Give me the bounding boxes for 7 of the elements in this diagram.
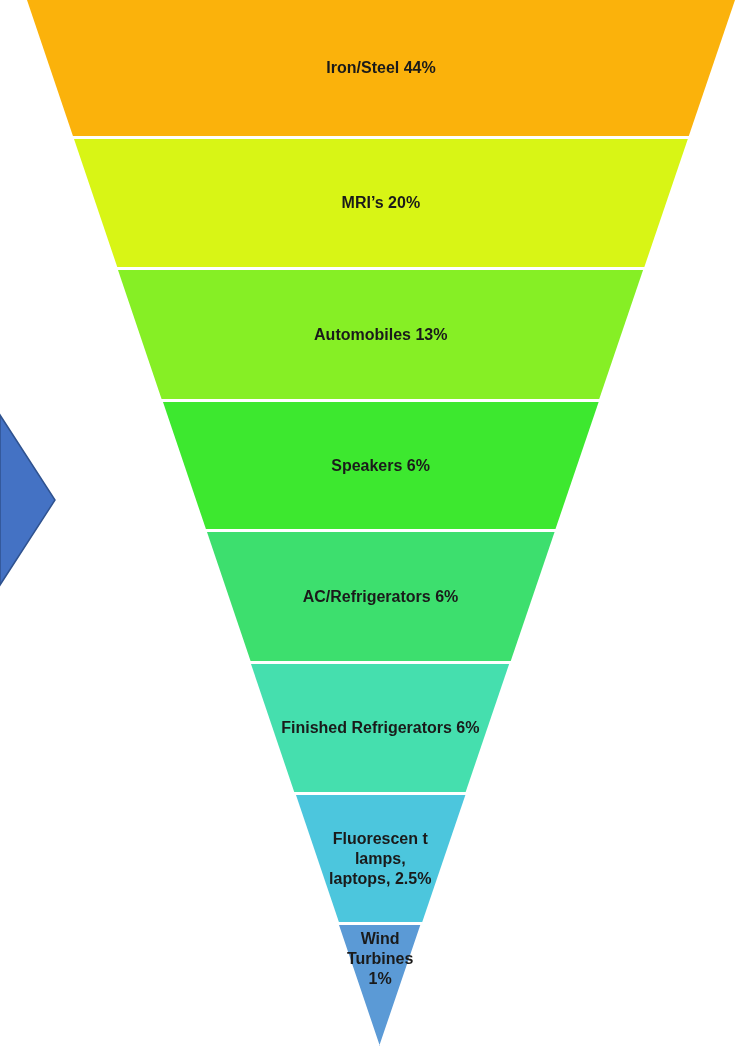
band-label: AC/Refrigerators 6%	[301, 586, 460, 607]
band-label: MRI’s 20%	[340, 193, 422, 213]
band-label: Finished Refrigerators 6%	[280, 718, 481, 738]
band-label: Automobiles 13%	[313, 324, 449, 345]
band-label: Iron/Steel 44%	[325, 58, 437, 78]
band-label: Fluorescen t lamps, laptops, 2.5%	[328, 828, 433, 889]
band-label: Speakers 6%	[330, 455, 431, 476]
